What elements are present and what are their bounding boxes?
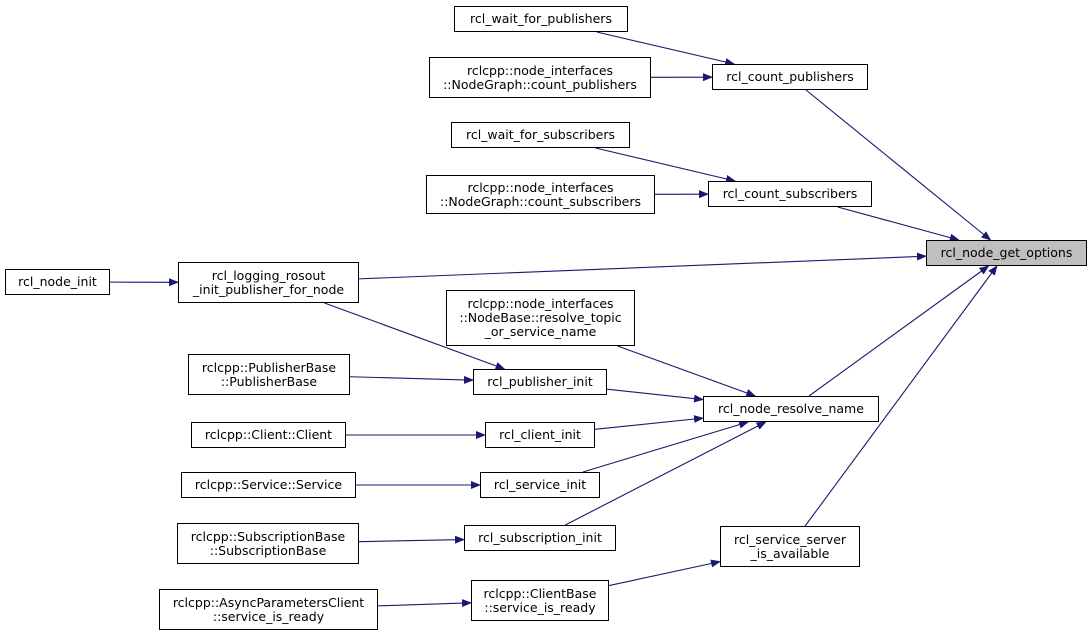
node-label-line: rcl_publisher_init: [487, 374, 593, 389]
node-rcl-service-server-is-available[interactable]: rcl_service_server _is_available: [720, 526, 860, 567]
edge-rcl_publisher_init-to-rcl_node_resolve_name: [606, 388, 704, 403]
node-nodegraph-count-subscribers[interactable]: rclcpp::node_interfaces ::NodeGraph::cou…: [426, 175, 655, 214]
node-rcl-count-subscribers[interactable]: rcl_count_subscribers: [708, 181, 872, 207]
edge-rcl_node_resolve_name-to-rcl_node_get_options: [808, 265, 990, 397]
node-service-service[interactable]: rclcpp::Service::Service: [181, 472, 356, 498]
node-label-line: rcl_service_server: [733, 531, 847, 547]
node-label-line: rcl_wait_for_subscribers: [465, 127, 616, 142]
node-rcl-node-init[interactable]: rcl_node_init: [5, 269, 110, 295]
node-rcl-wait-for-subscribers[interactable]: rcl_wait_for_subscribers: [451, 122, 630, 148]
node-label-line: rclcpp::PublisherBase: [201, 359, 337, 375]
node-label-line: rclcpp::node_interfaces: [467, 296, 614, 311]
edge-rcl_count_subscribers-to-rcl_node_get_options: [837, 206, 960, 242]
edge-rcl_wait_for_publishers-to-rcl_count_publishers: [596, 31, 736, 66]
edge-rcl_client_init-to-rcl_node_resolve_name: [594, 415, 704, 430]
edge-nodebase_resolve-to-rcl_node_resolve_name: [617, 345, 757, 397]
node-label-line: rclcpp::node_interfaces: [467, 179, 614, 195]
node-label-line: rclcpp::Client::Client: [204, 427, 333, 442]
node-label-line: rcl_count_publishers: [726, 69, 854, 84]
node-label-line: rcl_subscription_init: [478, 530, 602, 545]
node-label-line: _is_available: [750, 545, 830, 561]
edge-clientbase_service_is_ready-to-rcl_service_server_is_available: [608, 559, 721, 587]
node-label-line: ::NodeGraph::count_publishers: [443, 76, 637, 92]
edge-rcl_subscription_init-to-rcl_node_resolve_name: [565, 421, 767, 526]
node-label-line: rcl_node_get_options: [940, 245, 1073, 260]
node-nodebase-resolve-topic-or-service-name[interactable]: rclcpp::node_interfaces ::NodeBase::reso…: [446, 290, 635, 346]
node-label-line: ::SubscriptionBase: [209, 542, 327, 558]
node-label-line: _init_publisher_for_node: [192, 281, 345, 297]
node-label-line: rclcpp::Service::Service: [194, 477, 343, 492]
edge-rcl_service_init-to-rcl_node_resolve_name: [582, 420, 750, 473]
node-label-line: rclcpp::node_interfaces: [466, 62, 614, 78]
node-label-line: rcl_node_resolve_name: [718, 401, 864, 416]
node-rcl-service-init[interactable]: rcl_service_init: [480, 472, 600, 498]
node-rcl-client-init[interactable]: rcl_client_init: [485, 422, 595, 448]
node-label-line: rcl_wait_for_publishers: [470, 11, 612, 26]
edge-publisherbase-to-rcl_publisher_init: [349, 375, 474, 384]
node-rcl-node-resolve-name[interactable]: rcl_node_resolve_name: [703, 396, 879, 422]
edge-rcl_service_server_is_available-to-rcl_node_get_options: [804, 265, 998, 527]
edge-asyncparams_service_is_ready-to-clientbase_service_is_ready: [377, 599, 472, 608]
node-label-line: rclcpp::AsyncParametersClient: [172, 594, 365, 610]
node-label-line: rcl_node_init: [18, 274, 97, 289]
node-rcl-count-publishers[interactable]: rcl_count_publishers: [712, 64, 868, 90]
edge-rcl_logging_rosout-to-rcl_node_get_options: [358, 252, 927, 280]
node-label-line: _or_service_name: [484, 324, 597, 339]
node-clientbase-service-is-ready[interactable]: rclcpp::ClientBase ::service_is_ready: [471, 580, 609, 621]
node-label-line: ::NodeGraph::count_subscribers: [440, 193, 641, 209]
node-rcl-publisher-init[interactable]: rcl_publisher_init: [473, 369, 607, 395]
node-client-client[interactable]: rclcpp::Client::Client: [191, 422, 346, 448]
node-label-line: rclcpp::ClientBase: [483, 585, 597, 601]
node-label-line: rcl_client_init: [499, 427, 581, 442]
node-label-line: rcl_count_subscribers: [722, 186, 858, 201]
node-label-line: rcl_logging_rosout: [211, 267, 326, 283]
edge-rcl_count_publishers-to-rcl_node_get_options: [805, 89, 992, 241]
node-rcl-subscription-init[interactable]: rcl_subscription_init: [464, 525, 616, 551]
edge-subscriptionbase-to-rcl_subscription_init: [358, 535, 465, 544]
edge-rcl_logging_rosout-to-rcl_publisher_init: [324, 302, 506, 370]
node-rcl-logging-rosout-init-publisher[interactable]: rcl_logging_rosout _init_publisher_for_n…: [178, 262, 359, 303]
node-subscriptionbase-subscriptionbase[interactable]: rclcpp::SubscriptionBase ::SubscriptionB…: [177, 523, 359, 564]
node-label-line: rclcpp::SubscriptionBase: [190, 528, 346, 544]
node-label-line: ::NodeBase::resolve_topic: [459, 310, 622, 325]
node-label-line: rcl_service_init: [493, 477, 587, 492]
node-label-line: ::PublisherBase: [220, 373, 318, 389]
edge-rcl_wait_for_subscribers-to-rcl_count_subscribers: [595, 147, 736, 183]
node-rcl-node-get-options[interactable]: rcl_node_get_options: [926, 240, 1087, 266]
node-rcl-wait-for-publishers[interactable]: rcl_wait_for_publishers: [454, 6, 628, 32]
node-label-line: ::service_is_ready: [484, 599, 596, 615]
node-nodegraph-count-publishers[interactable]: rclcpp::node_interfaces ::NodeGraph::cou…: [429, 57, 651, 98]
node-asyncparametersclient-service-is-ready[interactable]: rclcpp::AsyncParametersClient ::service_…: [159, 589, 378, 630]
node-label-line: ::service_is_ready: [212, 608, 325, 624]
node-publisherbase-publisherbase[interactable]: rclcpp::PublisherBase ::PublisherBase: [188, 354, 350, 395]
